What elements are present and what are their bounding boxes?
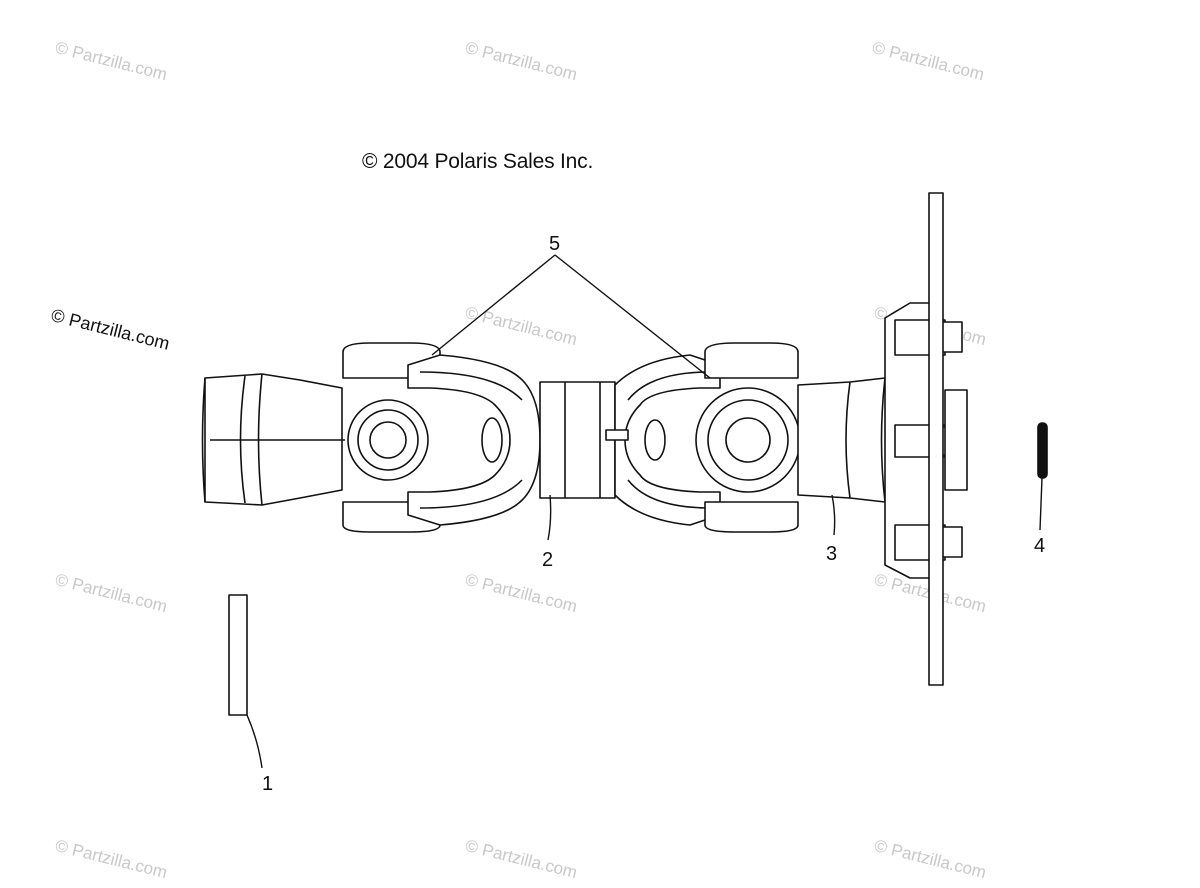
callout-2: 2 xyxy=(542,549,553,571)
leader-line-2 xyxy=(547,494,552,541)
leader-line-1 xyxy=(246,714,263,769)
leader-line-4 xyxy=(1039,477,1043,531)
callout-4: 4 xyxy=(1034,535,1045,557)
callout-1: 1 xyxy=(262,773,273,795)
part-1-key xyxy=(228,594,248,716)
copyright-text: © 2004 Polaris Sales Inc. xyxy=(362,150,594,173)
right-bearing-cap-top xyxy=(704,342,799,379)
part-4-pin xyxy=(1037,422,1048,479)
left-yoke xyxy=(407,354,541,526)
callout-5: 5 xyxy=(549,233,560,255)
leader-line-5a xyxy=(431,254,556,356)
flange-plate xyxy=(928,192,944,686)
leader-line-5b xyxy=(554,254,711,379)
part-2-center-shaft xyxy=(539,381,616,499)
callout-3: 3 xyxy=(826,543,837,565)
right-bearing-cap-bottom xyxy=(704,501,799,533)
leader-line-3 xyxy=(831,494,836,536)
